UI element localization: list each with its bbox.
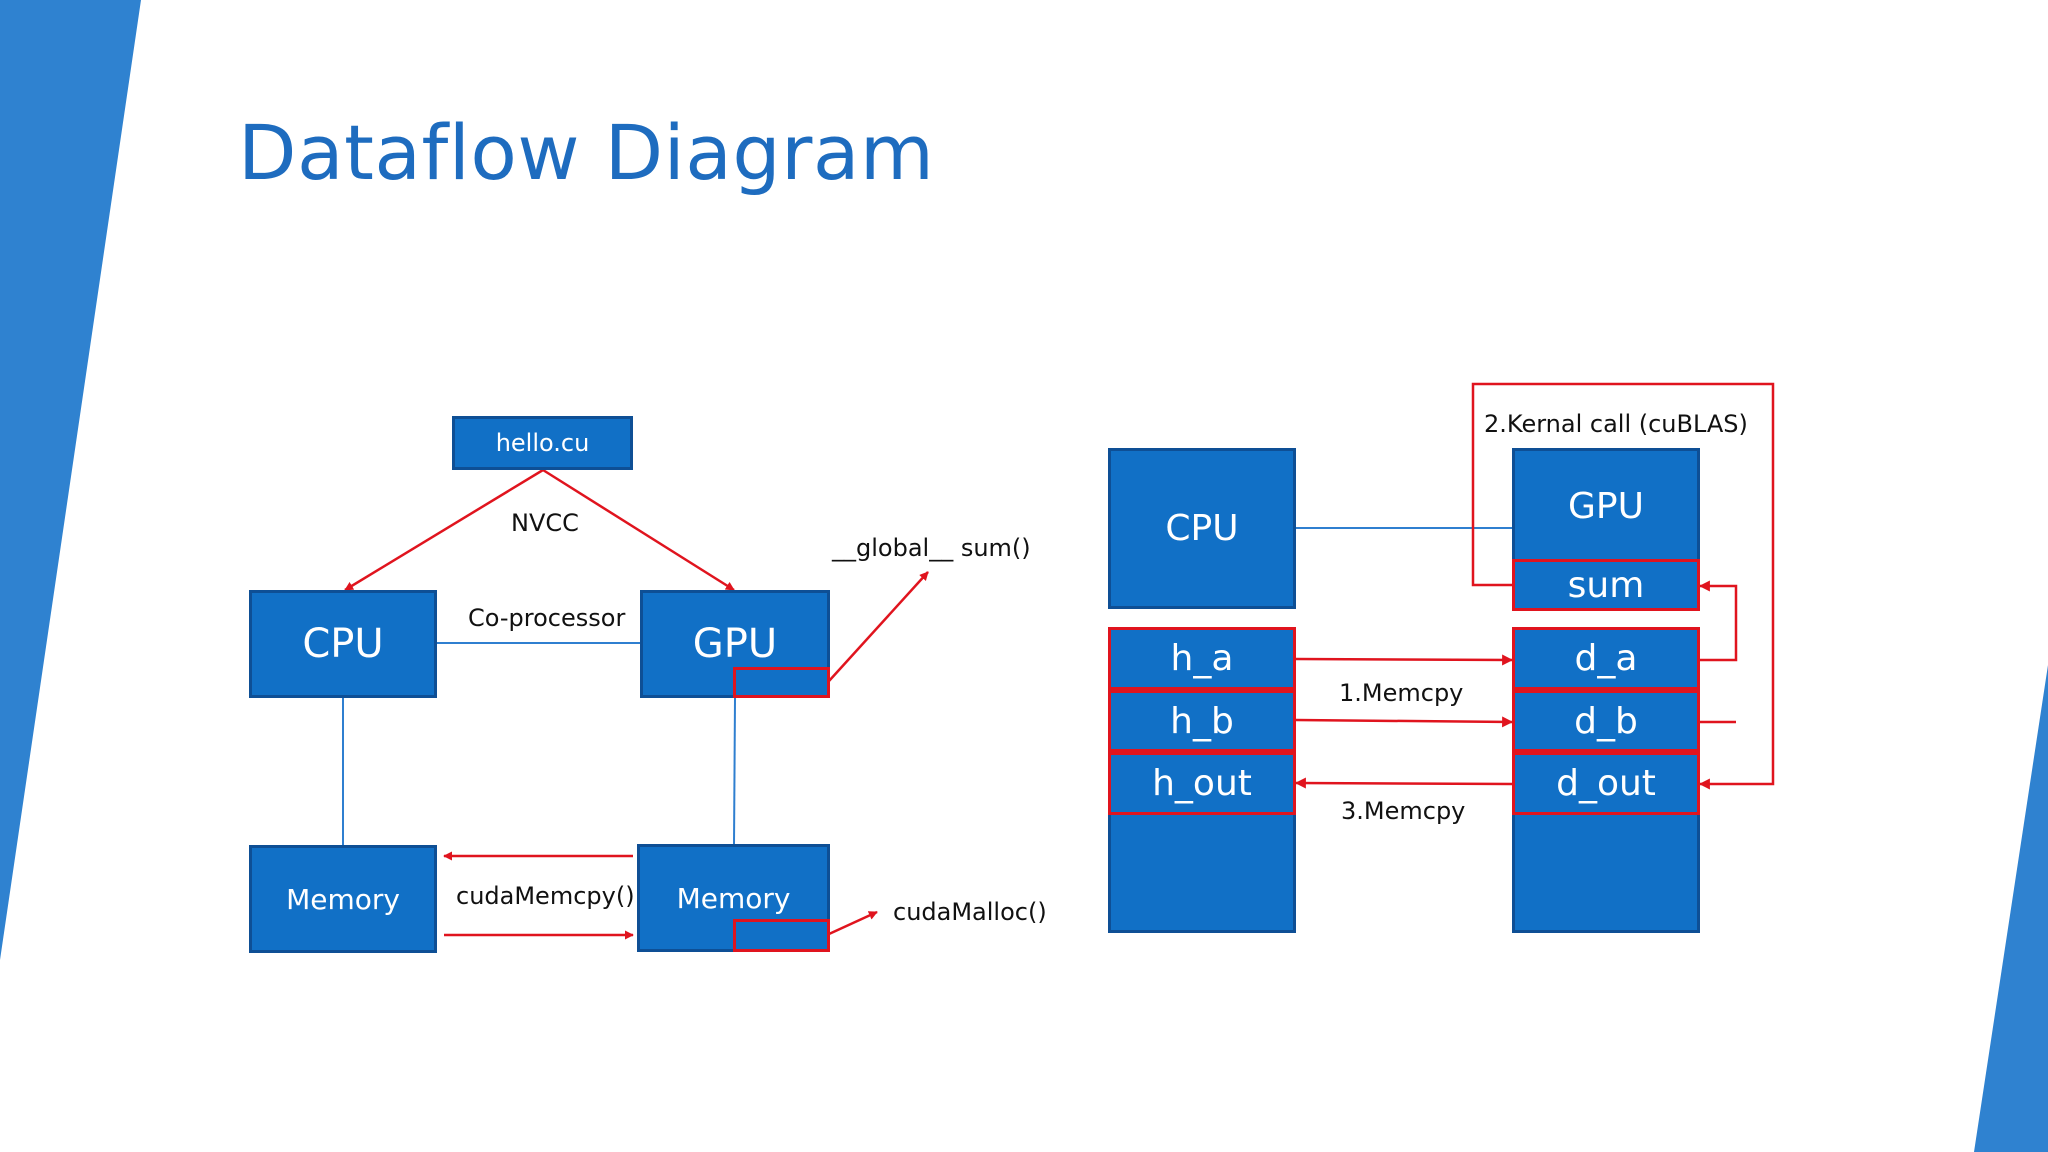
host-memory-box: Memory (249, 845, 437, 953)
host-var-h_b-label: h_b (1170, 700, 1234, 742)
host-var-h_a: h_a (1108, 627, 1296, 690)
step2-label: 2.Kernal call (cuBLAS) (1484, 410, 1748, 438)
kernel-highlight (733, 667, 830, 698)
source-file-box: hello.cu (452, 416, 633, 470)
device-var-d_b-label: d_b (1574, 700, 1638, 742)
host-var-h_out: h_out (1108, 752, 1296, 815)
device-var-d_out: d_out (1512, 752, 1700, 815)
alloc-highlight (733, 919, 830, 952)
cpu-box: CPU (249, 590, 437, 698)
right-cpu-label: CPU (1165, 508, 1239, 549)
memcpy-arrow-d_out-to-h_out (1294, 777, 1513, 789)
nvcc-arrow-to-gpu (542, 468, 735, 592)
host-memory-label: Memory (286, 882, 400, 916)
device-var-d_out-label: d_out (1556, 763, 1656, 804)
host-var-h_b: h_b (1108, 690, 1296, 752)
kernel-callout-arrow (828, 571, 929, 682)
device-memory-label: Memory (676, 881, 791, 915)
gpu-memory-link (733, 697, 736, 846)
device-var-d_a-label: d_a (1574, 638, 1638, 679)
memcpy-arrow-h_b-to-d_b (1295, 716, 1514, 728)
kernel-slot-label: sum (1567, 564, 1645, 606)
malloc-callout-label: cudaMalloc() (893, 898, 1047, 926)
compiler-label: NVCC (511, 509, 579, 537)
step3-label: 3.Memcpy (1341, 797, 1466, 825)
right-gpu-label: GPU (1568, 486, 1644, 527)
host-var-h_out-label: h_out (1152, 763, 1252, 804)
right-diagram-connectors (1294, 382, 1775, 790)
left-accent-band (0, 0, 141, 960)
right-cpu-box: CPU (1108, 448, 1296, 609)
device-var-d_a: d_a (1512, 627, 1700, 690)
kernel-slot-sum: sum (1512, 559, 1700, 611)
slide-title: Dataflow Diagram (238, 108, 935, 197)
malloc-callout-arrow (828, 910, 878, 936)
host-var-h_a-label: h_a (1170, 638, 1234, 679)
right-accent-band (1974, 665, 2048, 1152)
nvcc-arrow-to-cpu (344, 468, 544, 592)
cpu-label: CPU (302, 621, 384, 667)
left-diagram-connectors (342, 468, 929, 940)
inputs-to-kernel-bracket (1698, 580, 1738, 662)
step1-label: 1.Memcpy (1339, 679, 1464, 707)
memcpy-arrow-h_a-to-d_a (1295, 654, 1514, 666)
gpu-label: GPU (692, 621, 778, 667)
device-var-d_b: d_b (1512, 690, 1700, 752)
memcpy-label: cudaMemcpy() (456, 882, 635, 910)
source-file-label: hello.cu (495, 429, 590, 457)
kernel-callout-label: __global__ sum() (832, 534, 1031, 562)
coprocessor-label: Co-processor (468, 604, 626, 632)
kernel-call-loop (1471, 382, 1775, 790)
